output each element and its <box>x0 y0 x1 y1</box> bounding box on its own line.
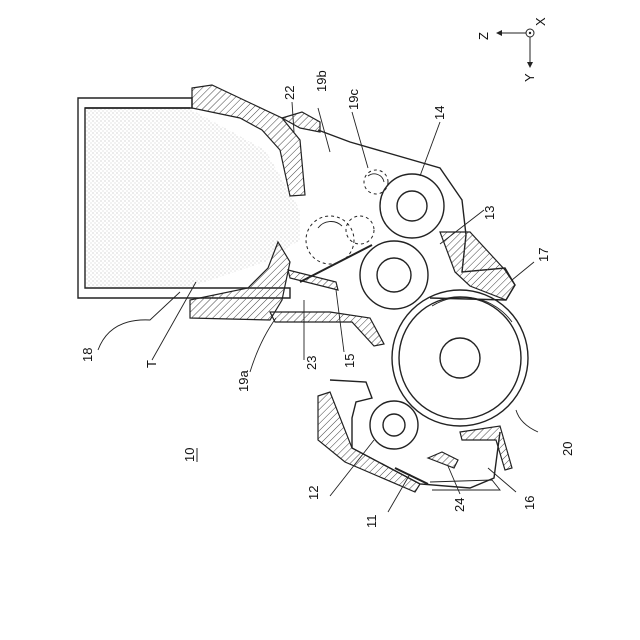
label-19a: 19a <box>236 370 251 392</box>
member-23 <box>288 270 338 290</box>
coordinate-axes <box>496 29 534 68</box>
axis-label-y: Y <box>522 73 537 82</box>
agitators-19 <box>306 170 388 264</box>
label-14: 14 <box>432 106 447 120</box>
label-T: T <box>144 360 159 368</box>
label-19b: 19b <box>314 70 329 92</box>
drum-11 <box>392 290 528 426</box>
figure-ref-10: 10 <box>182 448 197 462</box>
label-20: 20 <box>560 442 575 456</box>
label-11: 11 <box>364 515 379 529</box>
label-19c: 19c <box>346 89 361 110</box>
label-16: 16 <box>522 496 537 510</box>
label-18: 18 <box>80 348 95 362</box>
roller-14 <box>380 174 444 238</box>
label-17: 17 <box>536 248 551 262</box>
axis-label-z: Z <box>476 32 491 40</box>
label-24: 24 <box>452 498 467 512</box>
roller-12 <box>370 401 418 449</box>
axis-label-x: X <box>533 17 548 26</box>
label-22: 22 <box>282 86 297 100</box>
label-12: 12 <box>306 486 321 500</box>
label-13: 13 <box>482 206 497 220</box>
label-23: 23 <box>304 356 319 370</box>
roller-13 <box>360 241 428 309</box>
label-15: 15 <box>342 354 357 368</box>
